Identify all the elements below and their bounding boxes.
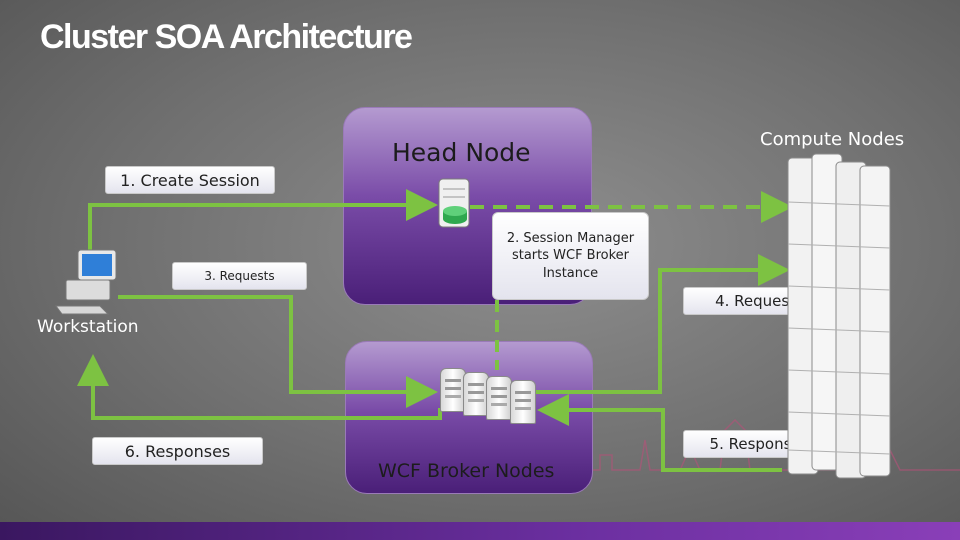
- arrow-responses-6: [77, 354, 442, 420]
- arrow-requests-3: [118, 295, 438, 408]
- compute-server-rack-icon: [787, 153, 891, 479]
- head-node-title: Head Node: [392, 138, 531, 167]
- broker-server-icon: [463, 372, 489, 416]
- arrow-responses-5: [537, 394, 782, 472]
- broker-server-icon: [486, 376, 512, 420]
- step-3-requests-label: 3. Requests: [172, 262, 307, 290]
- step-1-create-session-label: 1. Create Session: [105, 166, 275, 194]
- wcf-broker-title: WCF Broker Nodes: [378, 460, 555, 482]
- step-2-session-manager-label: 2. Session Manager starts WCF Broker Ins…: [492, 212, 649, 300]
- arrow-requests-4: [530, 254, 790, 394]
- workstation-label: Workstation: [37, 317, 139, 337]
- workstation-computer-icon: [55, 249, 117, 315]
- broker-server-icon: [510, 380, 536, 424]
- bottom-accent-bar: [0, 522, 960, 540]
- head-node-server-icon: [438, 178, 470, 228]
- step-6-responses-label: 6. Responses: [92, 437, 263, 465]
- compute-nodes-title: Compute Nodes: [760, 129, 905, 150]
- slide-title: Cluster SOA Architecture: [40, 18, 413, 56]
